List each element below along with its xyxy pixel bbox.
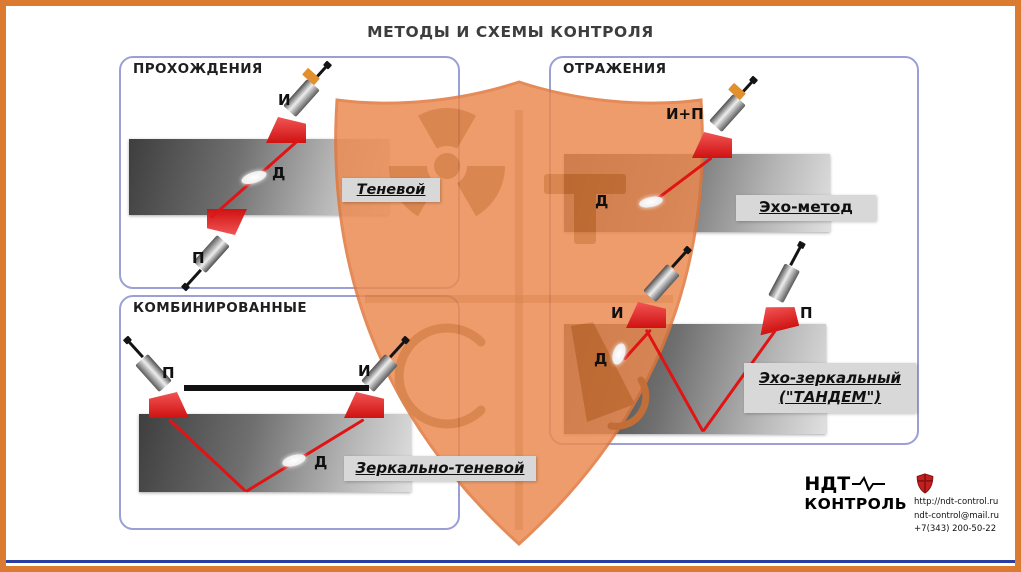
receiver-marker: П xyxy=(800,304,813,322)
emitter-transducer xyxy=(266,64,336,143)
brand-footer: НДТ КОНТРОЛЬ http://ndt-control.ru ndt-c… xyxy=(804,473,999,536)
receiver-marker: П xyxy=(162,364,175,382)
receiver-marker: П xyxy=(192,249,205,267)
emitter-marker: И xyxy=(358,362,371,380)
website-text: http://ndt-control.ru xyxy=(914,497,999,508)
defect-marker: Д xyxy=(314,453,328,471)
brand-top-line: НДТ xyxy=(804,473,907,495)
brand-subname: КОНТРОЛЬ xyxy=(804,495,908,514)
page-title: МЕТОДЫ И СХЕМЫ КОНТРОЛЯ xyxy=(367,23,654,41)
brand-block: НДТ КОНТРОЛЬ xyxy=(804,473,907,513)
emitter-marker: И xyxy=(611,304,624,322)
probe-wedge xyxy=(344,392,384,418)
panel-transmission-title: ПРОХОЖДЕНИЯ xyxy=(133,61,263,77)
method-label-mirror-shadow: Зеркально-теневой xyxy=(344,456,536,481)
brand-name: НДТ xyxy=(804,473,851,496)
method-label-tandem: Эхо-зеркальный ("ТАНДЕМ") xyxy=(744,363,916,413)
defect-marker: Д xyxy=(594,350,608,368)
method-label-echo: Эхо-метод xyxy=(736,195,876,221)
combined-emitter-transducer xyxy=(344,339,414,418)
probe-body xyxy=(643,263,680,303)
method-label-shadow: Теневой xyxy=(342,178,440,202)
contact-block: http://ndt-control.ru ndt-control@mail.r… xyxy=(914,473,999,536)
combined-receiver-transducer xyxy=(119,339,189,418)
panel-combined-title: КОМБИНИРОВАННЫЕ xyxy=(133,300,308,316)
echo-transducer-marker: И+П xyxy=(666,105,704,123)
probe-wedge xyxy=(149,392,189,418)
defect-marker: Д xyxy=(595,192,609,210)
method-label-tandem-line2: ("ТАНДЕМ") xyxy=(778,388,882,406)
email-text: ndt-control@mail.ru xyxy=(914,510,999,521)
emitter-marker: И xyxy=(278,91,291,109)
bottom-accent-line xyxy=(6,560,1015,563)
probe-wedge xyxy=(692,132,732,158)
ecg-pulse-icon xyxy=(852,476,886,493)
probe-body xyxy=(768,263,801,304)
defect-marker: Д xyxy=(272,164,286,182)
red-shield-icon xyxy=(916,473,934,495)
method-label-tandem-line1: Эхо-зеркальный xyxy=(758,369,902,388)
panel-reflection-title: ОТРАЖЕНИЯ xyxy=(563,61,667,77)
receiver-transducer xyxy=(177,209,247,288)
probe-wedge xyxy=(626,302,666,328)
probe-connector-bar xyxy=(184,385,369,391)
tandem-emitter-transducer xyxy=(626,249,696,328)
phone-text: +7(343) 200-50-22 xyxy=(914,523,997,534)
echo-transducer xyxy=(692,79,762,158)
